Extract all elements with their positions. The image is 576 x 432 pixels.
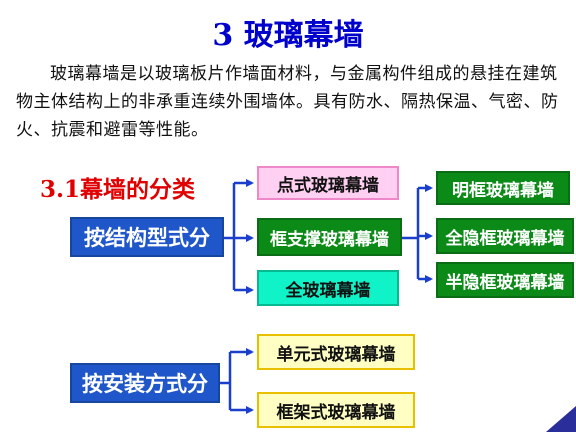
subtype-semi-hidden-frame: 半隐框玻璃幕墙	[436, 262, 574, 298]
subtype-hidden-frame: 全隐框玻璃幕墙	[436, 218, 574, 254]
intro-paragraph: 玻璃幕墙是以玻璃板片作墙面材料，与金属构件组成的悬挂在建筑物主体结构上的非承重连…	[16, 64, 559, 140]
type-full-glass: 全玻璃幕墙	[257, 270, 399, 306]
type-frame-supported: 框支撑玻璃幕墙	[257, 218, 402, 256]
page-title: 3 玻璃幕墙	[212, 18, 364, 53]
category-by-structure: 按结构型式分	[70, 217, 224, 257]
category-by-installation: 按安装方式分	[70, 363, 220, 403]
corner-decoration	[546, 406, 576, 432]
type-framework: 框架式玻璃幕墙	[257, 392, 415, 428]
type-unit: 单元式玻璃幕墙	[257, 334, 415, 370]
subtype-exposed-frame: 明框玻璃幕墙	[436, 171, 570, 205]
section-title: 3.1幕墙的分类	[40, 176, 196, 203]
type-point-glass: 点式玻璃幕墙	[257, 166, 399, 200]
